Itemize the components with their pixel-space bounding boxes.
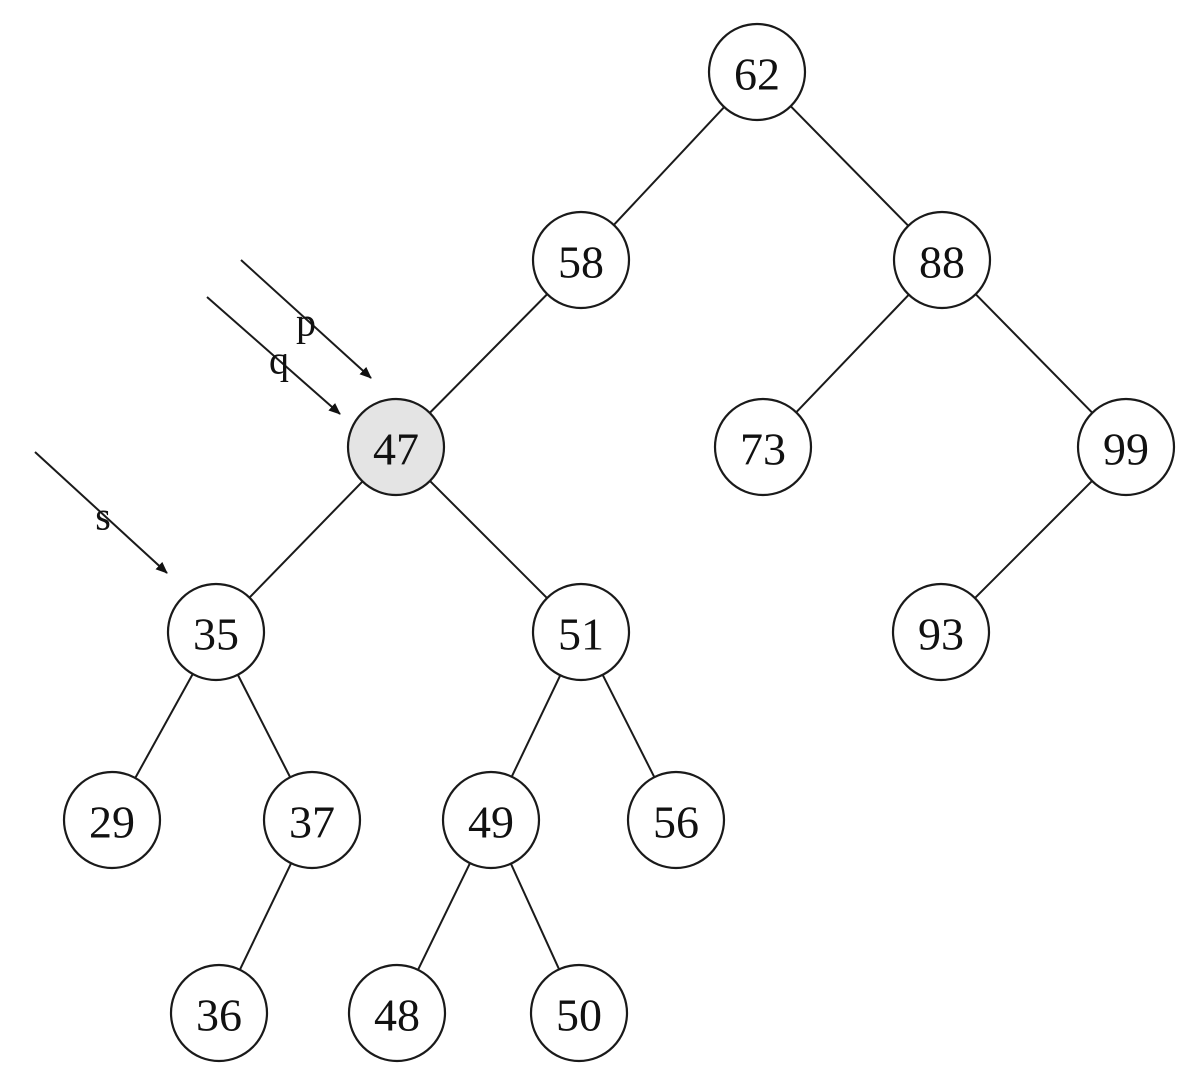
node-label-93: 93 xyxy=(918,609,964,660)
tree-node-48: 48 xyxy=(347,963,447,1063)
edge-58-47 xyxy=(429,293,548,414)
edge-62-58 xyxy=(613,106,725,226)
tree-nodes: 62 58 88 47 73 99 35 51 93 29 37 49 56 36 48 50 xyxy=(62,22,1176,1063)
node-label-62: 62 xyxy=(734,49,780,100)
edge-49-48 xyxy=(417,862,471,971)
pointer-q-arrow xyxy=(206,296,341,415)
tree-node-50: 50 xyxy=(529,963,629,1063)
edge-88-99 xyxy=(974,293,1094,414)
node-label-47: 47 xyxy=(373,424,419,475)
pointer-s-arrow xyxy=(34,451,168,574)
tree-node-88: 88 xyxy=(892,210,992,310)
node-circle-48 xyxy=(347,963,447,1063)
node-label-50: 50 xyxy=(556,990,602,1041)
edge-62-88 xyxy=(789,105,910,227)
edge-47-51 xyxy=(429,480,548,599)
tree-node-58: 58 xyxy=(531,210,631,310)
pointer-s-label: s xyxy=(95,494,111,539)
node-circle-49 xyxy=(441,770,541,870)
tree-node-62: 62 xyxy=(707,22,807,122)
node-circle-47 xyxy=(346,397,446,497)
node-circle-93 xyxy=(891,582,991,682)
edge-35-29 xyxy=(134,673,194,779)
node-circle-50 xyxy=(529,963,629,1063)
node-circle-35 xyxy=(166,582,266,682)
node-label-35: 35 xyxy=(193,609,239,660)
pointer-p-label: p xyxy=(296,300,316,345)
node-circle-56 xyxy=(626,770,726,870)
edge-51-49 xyxy=(510,674,562,778)
node-label-37: 37 xyxy=(289,797,335,848)
pointer-q-label: q xyxy=(269,338,289,383)
node-circle-29 xyxy=(62,770,162,870)
edge-35-37 xyxy=(236,674,292,778)
pointer-arrows: pq s xyxy=(34,259,372,574)
pointer-s: s xyxy=(34,451,168,574)
tree-node-35: 35 xyxy=(166,582,266,682)
node-circle-73 xyxy=(713,397,813,497)
edge-37-36 xyxy=(238,862,293,971)
edge-47-35 xyxy=(248,480,364,599)
node-circle-37 xyxy=(262,770,362,870)
pointer-p-arrow xyxy=(240,259,372,379)
tree-node-29: 29 xyxy=(62,770,162,870)
edge-99-93 xyxy=(974,480,1093,599)
edge-88-73 xyxy=(795,293,910,414)
node-label-29: 29 xyxy=(89,797,135,848)
node-label-58: 58 xyxy=(558,237,604,288)
node-circle-51 xyxy=(531,582,631,682)
tree-node-73: 73 xyxy=(713,397,813,497)
edge-49-50 xyxy=(510,863,560,970)
pointer-q: q xyxy=(206,296,341,415)
node-label-73: 73 xyxy=(740,424,786,475)
node-label-88: 88 xyxy=(919,237,965,288)
edge-51-56 xyxy=(601,674,656,778)
tree-node-49: 49 xyxy=(441,770,541,870)
node-label-51: 51 xyxy=(558,609,604,660)
pointer-p: p xyxy=(240,259,372,379)
node-circle-58 xyxy=(531,210,631,310)
node-label-99: 99 xyxy=(1103,424,1149,475)
tree-node-56: 56 xyxy=(626,770,726,870)
node-label-56: 56 xyxy=(653,797,699,848)
tree-node-47: 47 xyxy=(346,397,446,497)
node-circle-99 xyxy=(1076,397,1176,497)
tree-node-51: 51 xyxy=(531,582,631,682)
node-circle-62 xyxy=(707,22,807,122)
tree-node-36: 36 xyxy=(169,963,269,1063)
tree-node-37: 37 xyxy=(262,770,362,870)
node-circle-36 xyxy=(169,963,269,1063)
tree-node-93: 93 xyxy=(891,582,991,682)
tree-edges xyxy=(134,105,1094,971)
node-circle-88 xyxy=(892,210,992,310)
tree-node-99: 99 xyxy=(1076,397,1176,497)
node-label-49: 49 xyxy=(468,797,514,848)
node-label-36: 36 xyxy=(196,990,242,1041)
node-label-48: 48 xyxy=(374,990,420,1041)
